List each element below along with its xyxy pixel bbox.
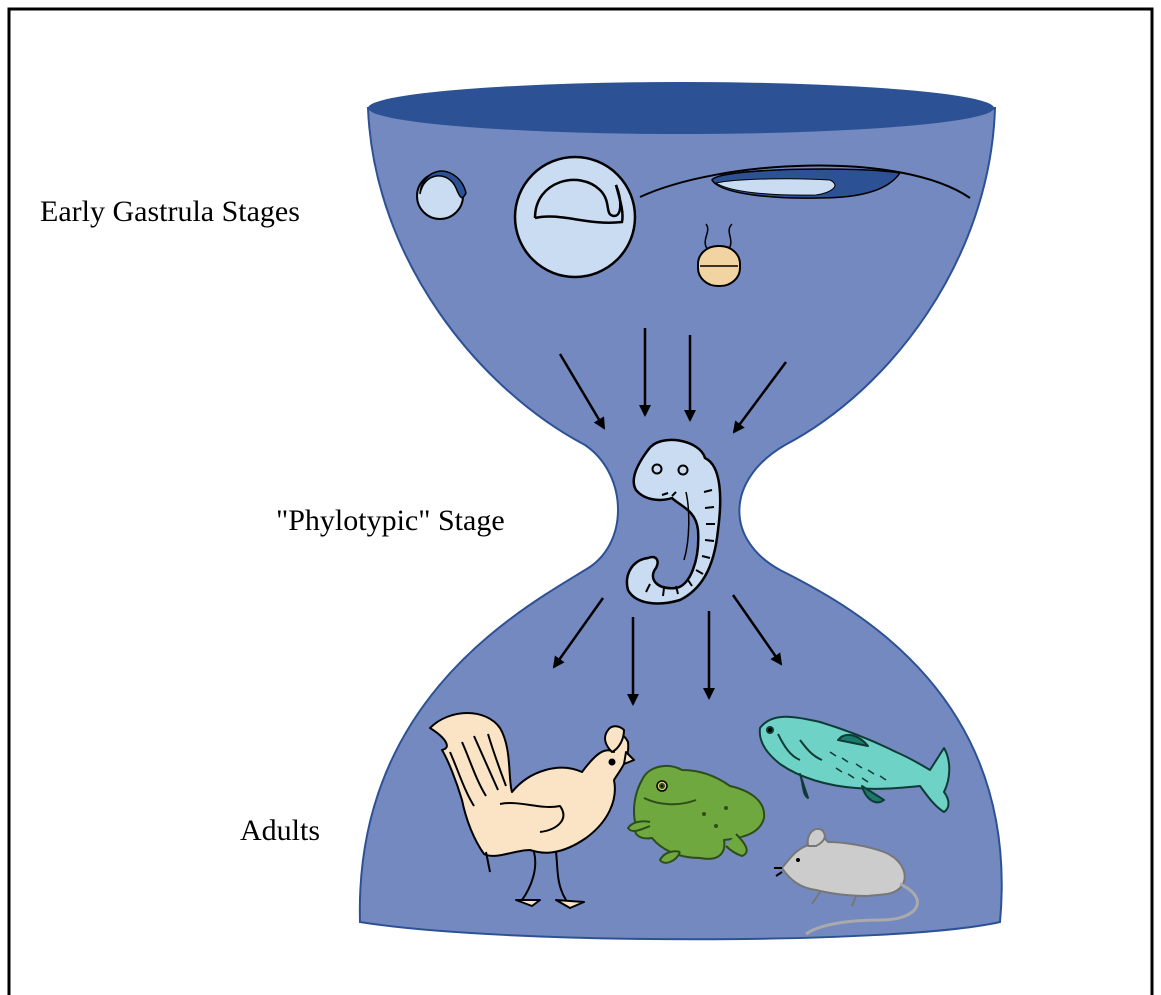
early-stage-label: Early Gastrula Stages [40, 195, 300, 228]
adults-label: Adults [240, 814, 320, 847]
round-embryo-icon [515, 157, 635, 277]
hourglass-rim [368, 82, 994, 134]
phylotypic-stage-label: "Phylotypic" Stage [276, 504, 505, 537]
